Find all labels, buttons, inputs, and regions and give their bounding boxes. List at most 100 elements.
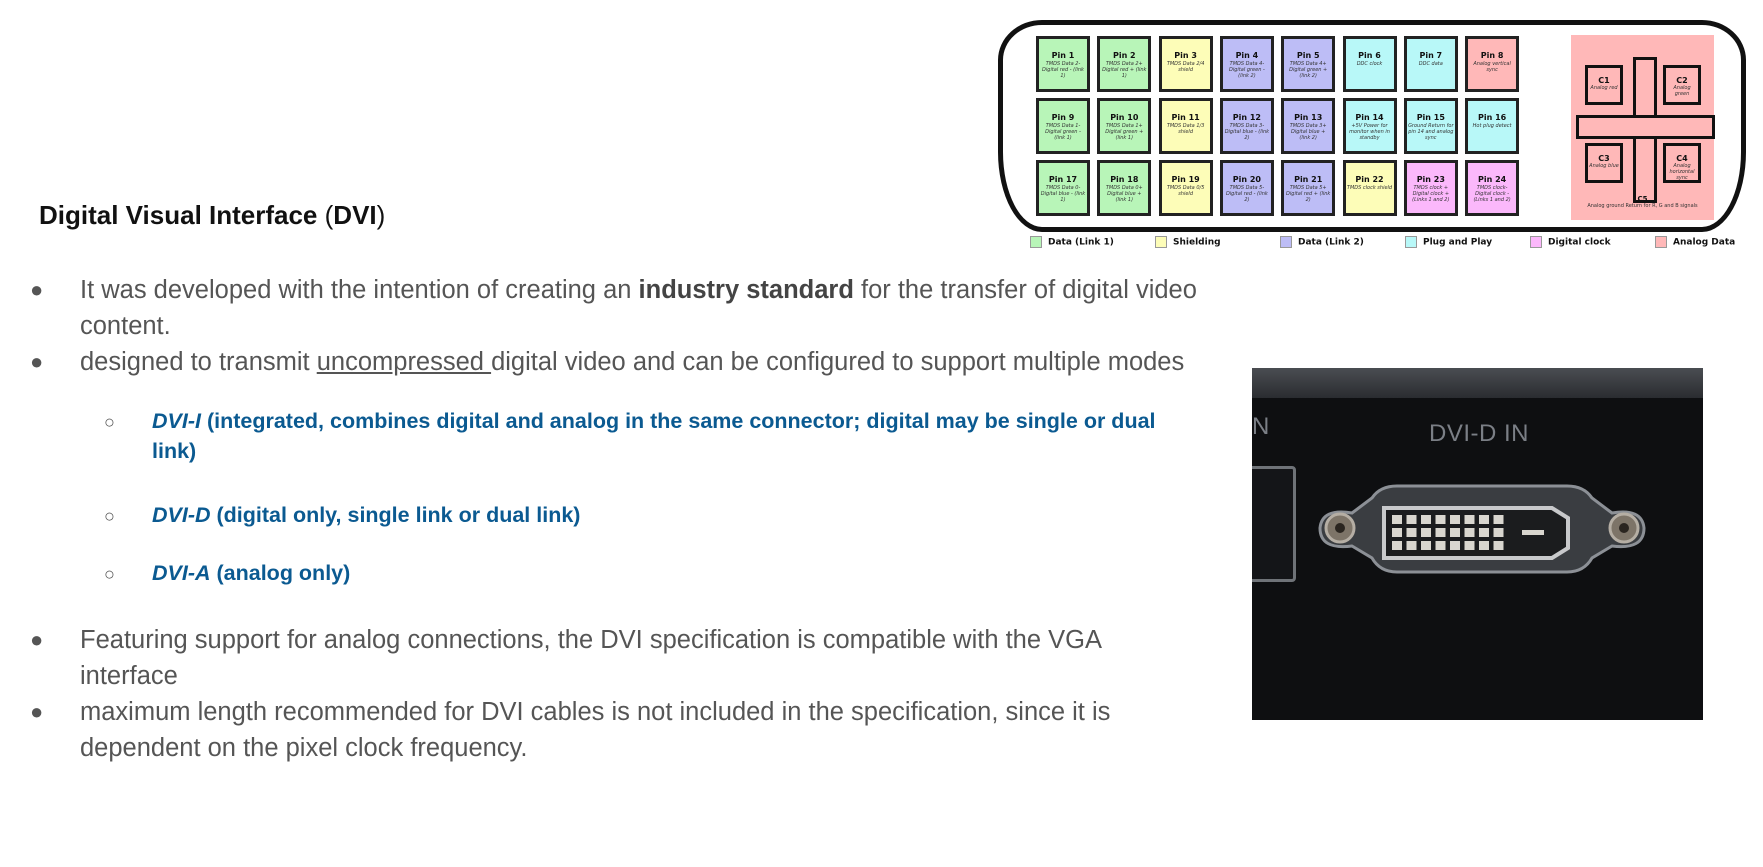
bullet-4: ● maximum length recommended for DVI cab… (30, 694, 1200, 766)
connector-pin-hole (1421, 515, 1431, 524)
connector-pin-hole (1479, 528, 1489, 537)
legend-label: Data (Link 2) (1298, 237, 1364, 248)
mode-item-dvi-a: ○ DVI-A (analog only) (30, 558, 1200, 588)
legend-item-analog: Analog Data (1655, 236, 1735, 248)
pin-label: C5 (1637, 195, 1648, 203)
pin-label: Pin 8 (1480, 51, 1504, 60)
title-paren-close: ) (376, 200, 386, 230)
pin-desc: Analog ground Return for R, G and B sign… (1587, 203, 1698, 209)
pin-desc: Analog green (1673, 85, 1691, 97)
mode-name: DVI-I (152, 409, 201, 433)
sub-bullet-circle: ○ (104, 564, 115, 584)
pin-label: Pin 10 (1110, 113, 1139, 122)
pin-label: Pin 11 (1171, 113, 1200, 122)
connector-pin-hole (1493, 528, 1504, 537)
pin-desc: TMDS Data 2/4 shield (1166, 61, 1205, 73)
connector-pin-hole (1392, 515, 1402, 524)
legend-label: Analog Data (1673, 237, 1736, 248)
pin-label: Pin 6 (1358, 51, 1381, 60)
pin-label: Pin 19 (1171, 175, 1200, 184)
pin-label: Pin 4 (1235, 51, 1259, 60)
pin-desc: TMDS Data 2+ Digital red + (link 1) (1102, 61, 1147, 79)
bullet-1-pre: It was developed with the intention of c… (80, 276, 639, 304)
pin-desc: DDC clock (1356, 61, 1383, 67)
connector-pin-hole (1392, 528, 1402, 537)
pin-label: Pin 15 (1416, 113, 1445, 122)
connector-pin-hole (1464, 541, 1475, 550)
title-text: Digital Visual Interface (39, 200, 318, 230)
pin-desc: Hot plug detect (1472, 123, 1512, 129)
photo-side-port (1252, 466, 1296, 582)
pin-desc: Analog blue (1589, 163, 1619, 169)
pin-label: C3 (1598, 154, 1610, 163)
bullet-4-text: maximum length recommended for DVI cable… (80, 698, 1111, 762)
legend-swatch (1280, 236, 1292, 248)
bullet-1: ● It was developed with the intention of… (30, 272, 1200, 344)
pin-desc: TMDS Data 3+ Digital blue + (link 2) (1289, 123, 1327, 141)
pin-desc: TMDS Data 0- Digital blue - (link 1) (1040, 185, 1086, 203)
dvi-connector-illustration (1318, 484, 1646, 574)
pin-desc: TMDS Data 4- Digital green - (link 2) (1229, 61, 1265, 79)
c5-cross-horizontal (1576, 115, 1715, 139)
pin-desc: TMDS Data 3- Digital blue - (link 2) (1224, 123, 1270, 141)
pin-label: C1 (1598, 76, 1610, 85)
pin-desc: DDC data (1418, 61, 1443, 67)
bullet-dot: ● (30, 627, 44, 652)
pin-label: Pin 5 (1296, 51, 1320, 60)
mode-name: DVI-D (152, 503, 211, 527)
connector-pin-hole (1406, 541, 1417, 550)
pin-desc: TMDS clock- Digital clock - (Links 1 and… (1473, 185, 1511, 203)
connector-pin-hole (1435, 528, 1446, 537)
legend-label: Shielding (1173, 237, 1221, 248)
connector-pin-hole (1464, 515, 1475, 524)
pin-desc: TMDS clock shield (1346, 185, 1393, 191)
bullet-2: ● designed to transmit uncompressed digi… (30, 344, 1200, 380)
mode-desc: (integrated, combines digital and analog… (152, 409, 1156, 463)
mode-name: DVI-A (152, 561, 211, 585)
legend-swatch (1530, 236, 1542, 248)
pin-desc: TMDS Data 2- Digital red - (link 1) (1042, 61, 1084, 79)
title-abbr: DVI (333, 200, 377, 230)
bullet-2-pre: designed to transmit (80, 348, 317, 376)
pin-desc: TMDS Data 0+ Digital blue + (link 1) (1105, 185, 1143, 203)
mode-desc: (digital only, single link or dual link) (210, 503, 581, 527)
pin-desc: TMDS clock + Digital clock + (Links 1 an… (1412, 185, 1450, 203)
bullet-3-text: Featuring support for analog connections… (80, 626, 1101, 690)
legend-swatch (1030, 236, 1042, 248)
connector-pin-hole (1406, 515, 1417, 524)
pin-14: Pin 14+5V Power for monitor when in stan… (1342, 98, 1397, 154)
sub-bullet-circle: ○ (104, 506, 115, 526)
legend-item-link1: Data (Link 1) (1030, 236, 1114, 248)
pin-desc: TMDS Data 0/5 shield (1166, 185, 1205, 197)
bullet-2-underline: uncompressed (316, 348, 492, 376)
connector-pin-hole (1435, 515, 1446, 524)
connector-pin-hole (1493, 515, 1504, 524)
connector-pin-hole (1421, 528, 1431, 537)
pin-label: Pin 9 (1051, 113, 1075, 122)
pin-label: Pin 20 (1232, 175, 1261, 184)
pin-desc: +5V Power for monitor when in standby (1349, 123, 1390, 141)
legend-swatch (1405, 236, 1417, 248)
pin-desc: TMDS Data 1/3 shield (1166, 123, 1205, 135)
connector-pin-hole (1493, 541, 1504, 550)
